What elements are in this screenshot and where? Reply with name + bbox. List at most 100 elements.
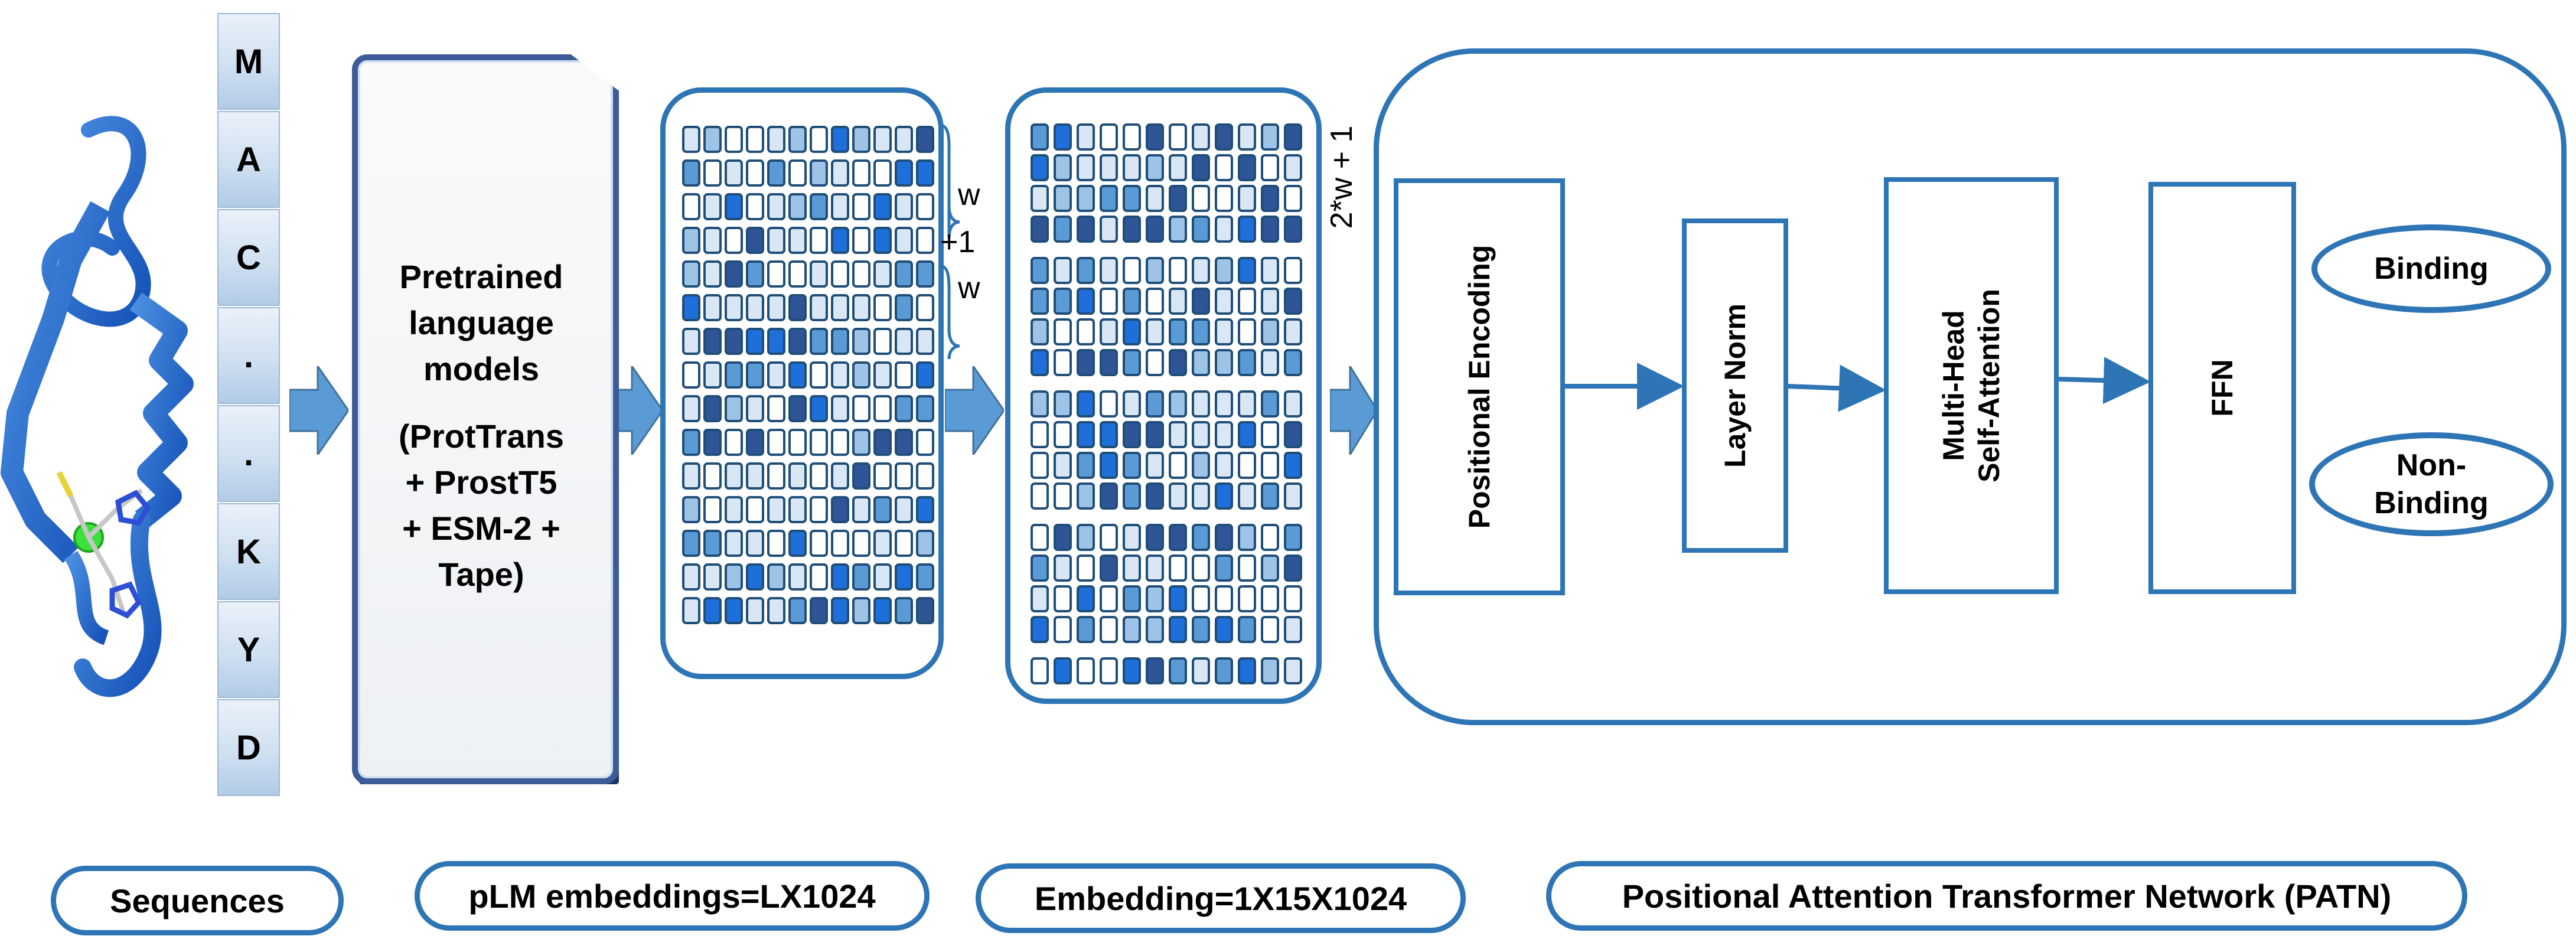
embedding-cell bbox=[1238, 185, 1256, 212]
embedding-cell bbox=[1238, 257, 1256, 284]
embedding-cell bbox=[1031, 390, 1049, 418]
embedding-cell bbox=[1123, 555, 1141, 582]
embedding-cell bbox=[1100, 452, 1118, 479]
embedding-cell bbox=[1192, 616, 1210, 643]
embedding-cell bbox=[725, 395, 743, 422]
embedding-cell bbox=[788, 530, 807, 557]
embedding-cell bbox=[682, 159, 700, 187]
embedding-cell bbox=[1031, 154, 1049, 181]
embedding-cell bbox=[1054, 288, 1072, 315]
embedding-cell bbox=[831, 563, 849, 591]
embedding-cell bbox=[1215, 421, 1233, 448]
embedding-cell bbox=[788, 361, 807, 389]
embedding-cell bbox=[852, 328, 870, 355]
embedding-cell bbox=[1077, 257, 1095, 284]
window-size-label: 2*w + 1 bbox=[1325, 125, 1359, 229]
embedding-cell bbox=[1215, 616, 1233, 643]
embedding-cell bbox=[873, 193, 892, 220]
embedding-cell bbox=[1123, 216, 1141, 243]
embedding-cell bbox=[895, 563, 913, 591]
embedding-cell bbox=[1192, 185, 1210, 212]
embedding-cell bbox=[1284, 390, 1302, 418]
embedding-cell bbox=[831, 294, 849, 321]
embedding-cell bbox=[1261, 482, 1279, 510]
embedding-cell bbox=[852, 159, 870, 187]
embedding-cell bbox=[746, 462, 764, 490]
embedding-cell bbox=[810, 597, 828, 624]
embedding-cell bbox=[682, 597, 700, 624]
embedding-cell bbox=[895, 126, 913, 153]
embedding-cell bbox=[1261, 616, 1279, 643]
embedding-cell bbox=[1077, 452, 1095, 479]
embedding-cell bbox=[873, 530, 892, 557]
embedding-cell bbox=[703, 294, 722, 321]
window-bracket bbox=[939, 123, 960, 360]
caption-sequences: Sequences bbox=[51, 866, 344, 935]
embedding-cell bbox=[852, 193, 870, 220]
embedding-cell bbox=[1123, 524, 1141, 551]
embedding-cell bbox=[1100, 349, 1118, 376]
embedding-cell bbox=[746, 496, 764, 523]
embedding-cell bbox=[1100, 585, 1118, 612]
embedding-cell bbox=[895, 227, 913, 254]
embedding-cell bbox=[788, 462, 807, 490]
embedding-cell bbox=[725, 496, 743, 523]
embedding-cell bbox=[725, 227, 743, 254]
embedding-cell bbox=[1261, 185, 1279, 212]
embedding-cell bbox=[767, 597, 785, 624]
embedding-cell bbox=[810, 227, 828, 254]
embedding-cell bbox=[1284, 421, 1302, 448]
embedding-cell bbox=[746, 193, 764, 220]
embedding-cell bbox=[1123, 123, 1141, 151]
embedding-cell bbox=[725, 429, 743, 456]
embedding-cell bbox=[703, 361, 722, 389]
embedding-cell bbox=[1284, 616, 1302, 643]
embedding-cell bbox=[1146, 421, 1164, 448]
protein-structure-illustration bbox=[1, 116, 194, 697]
plm-line: language bbox=[409, 304, 554, 341]
patn-module bbox=[1374, 48, 2567, 725]
embedding-cell bbox=[873, 462, 892, 490]
embedding-cell bbox=[1031, 616, 1049, 643]
embedding-cell bbox=[1031, 288, 1049, 315]
embedding-cell bbox=[852, 227, 870, 254]
embedding-cell bbox=[873, 361, 892, 389]
embedding-cell bbox=[682, 260, 700, 288]
embedding-cell bbox=[810, 193, 828, 220]
embedding-cell bbox=[831, 462, 849, 490]
embedding-cell bbox=[788, 395, 807, 422]
embedding-cell bbox=[916, 597, 934, 624]
embedding-cell bbox=[1123, 154, 1141, 181]
embedding-cell bbox=[767, 496, 785, 523]
embedding-cell bbox=[1261, 657, 1279, 684]
embedding-cell bbox=[1169, 657, 1187, 684]
embedding-cell bbox=[1192, 318, 1210, 345]
embedding-cell bbox=[1169, 318, 1187, 345]
embedding-cell bbox=[916, 496, 934, 523]
embedding-cell bbox=[703, 462, 722, 490]
embedding-cell bbox=[1169, 123, 1187, 151]
embedding-cell bbox=[703, 597, 722, 624]
embedding-cell bbox=[767, 193, 785, 220]
embedding-cell bbox=[1261, 452, 1279, 479]
embedding-cell bbox=[810, 126, 828, 153]
embedding-cell bbox=[1215, 216, 1233, 243]
embedding-cell bbox=[1054, 123, 1072, 151]
embedding-cell bbox=[1238, 123, 1256, 151]
embedding-cell bbox=[1238, 349, 1256, 376]
embedding-cell bbox=[746, 294, 764, 321]
residue-cell: K bbox=[217, 503, 280, 600]
embedding-cell bbox=[916, 563, 934, 591]
embedding-cell bbox=[1261, 555, 1279, 582]
embedding-cell bbox=[1238, 616, 1256, 643]
embedding-cell bbox=[725, 328, 743, 355]
embedding-cell bbox=[852, 462, 870, 490]
embedding-cell bbox=[1031, 123, 1049, 151]
embedding-cell bbox=[788, 597, 807, 624]
embedding-cell bbox=[1238, 390, 1256, 418]
embedding-cell bbox=[1077, 421, 1095, 448]
embedding-cell bbox=[682, 328, 700, 355]
embedding-cell bbox=[1054, 524, 1072, 551]
plm-line: + ESM-2 + bbox=[402, 510, 560, 547]
embedding-cell bbox=[810, 260, 828, 288]
